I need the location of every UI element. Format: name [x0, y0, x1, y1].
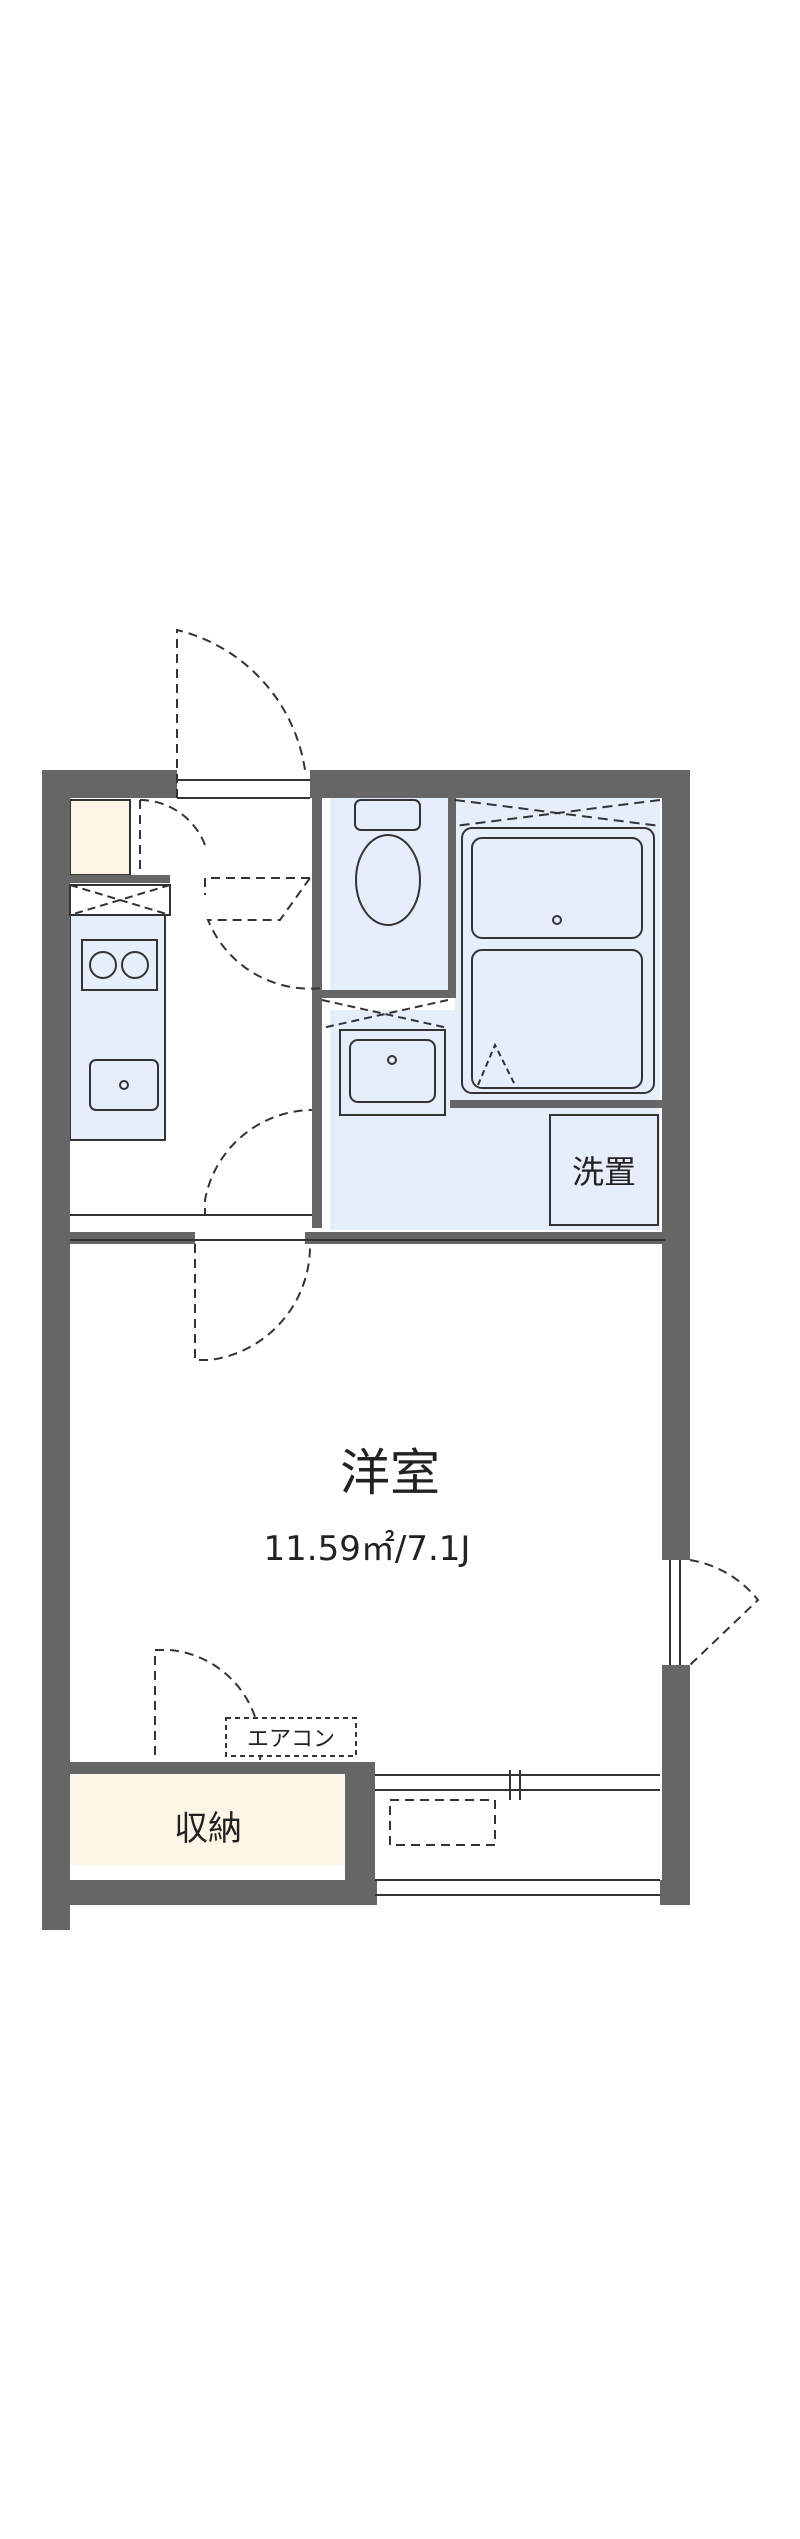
shoe-cabinet: [69, 799, 131, 876]
storage-label: 収納: [174, 1809, 242, 1849]
outdoor-unit: [389, 1799, 496, 1846]
wall-toilet-right: [448, 798, 456, 998]
wall-corridor-left: [312, 798, 322, 1228]
wall-bottom-left: [42, 1880, 377, 1905]
toilet-bowl: [355, 834, 421, 926]
wall-top-left: [42, 770, 177, 798]
entrance-door: [176, 628, 306, 798]
toilet: [354, 799, 421, 926]
corridor-door: [139, 799, 206, 846]
interior-lines: [70, 779, 681, 1896]
western-room-area: 11.59㎡/7.1J: [264, 1529, 471, 1569]
toilet-door: [204, 877, 323, 990]
toilet-tank: [354, 799, 421, 831]
tub-inner: [471, 837, 643, 939]
wall-left: [42, 770, 70, 1930]
washroom-door: [204, 1109, 313, 1216]
balcony-door: [689, 1559, 760, 1666]
aircon-box: [225, 1717, 357, 1757]
wall-kitchen-divider: [70, 875, 170, 883]
storage-fill: [70, 1775, 345, 1865]
wall-top-right: [310, 770, 690, 798]
wall-right-upper: [662, 770, 690, 1560]
room-door: [194, 1243, 312, 1361]
bath-floor: [471, 949, 643, 1089]
stove: [81, 939, 158, 991]
laundry-space: [549, 1114, 659, 1226]
wall-mid-horizontal: [70, 1232, 195, 1244]
wall-storage-top: [70, 1762, 375, 1774]
burner-2: [121, 951, 149, 979]
burner-1: [89, 951, 117, 979]
kitchen-sink: [89, 1059, 159, 1111]
wall-right-lower: [662, 1665, 690, 1905]
wall-bath-bottom: [450, 1100, 662, 1108]
washbasin: [339, 1029, 446, 1116]
wall-bottom-right: [660, 1880, 690, 1905]
window-marks: [509, 1770, 521, 1800]
bathtub: [454, 799, 661, 1094]
laundry-label: 洗置: [572, 1153, 636, 1191]
kitchen-details: [69, 800, 171, 1111]
wall-storage-right: [345, 1762, 375, 1882]
aircon-label: エアコン: [247, 1727, 335, 1752]
wash-area: [321, 999, 659, 1226]
western-room-name: 洋室: [340, 1444, 440, 1502]
storage-door: [154, 1649, 262, 1761]
wall-mid-horizontal-2: [305, 1232, 690, 1244]
wall-toilet-bottom: [322, 990, 452, 998]
doors: [139, 628, 760, 1846]
tub-outer: [461, 827, 655, 1094]
aircon: エアコン: [225, 1717, 357, 1757]
